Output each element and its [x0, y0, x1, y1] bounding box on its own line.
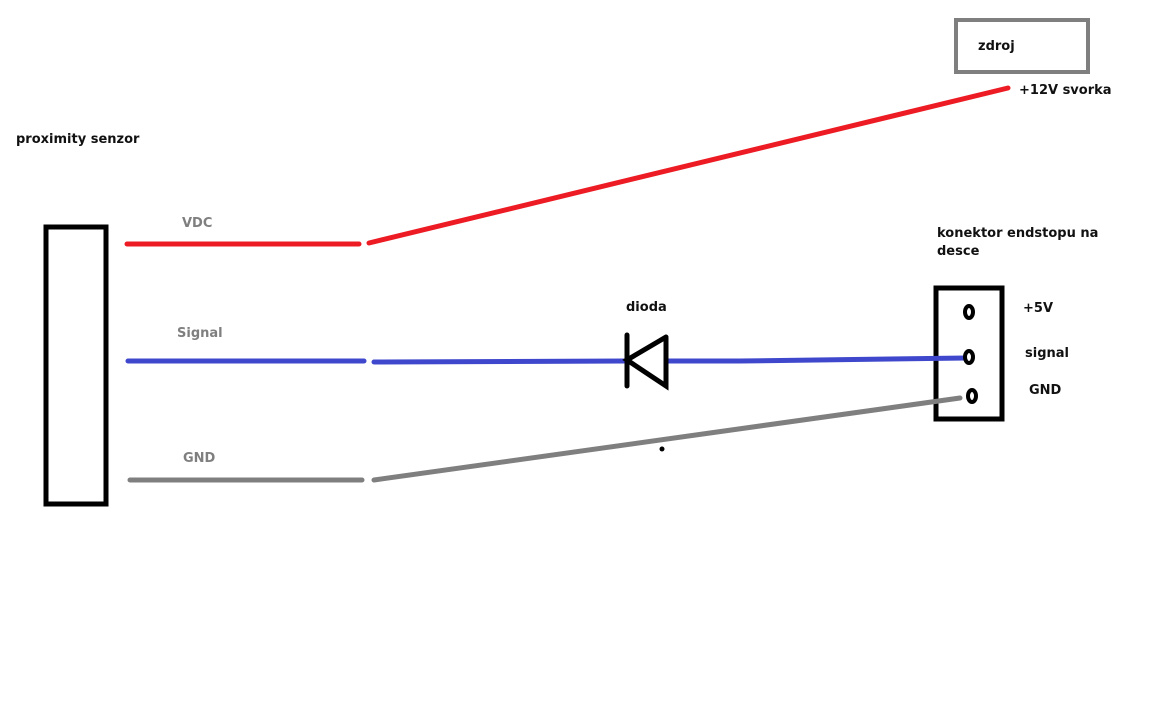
vdc-label: VDC [182, 216, 213, 231]
gnd-label: GND [183, 451, 216, 466]
pin-5v [963, 304, 975, 320]
pin-signal-label: signal [1025, 346, 1069, 361]
signal-wire-to-connector [664, 355, 969, 364]
power-supply-box [954, 18, 1090, 74]
plus12v-label: +12V svorka [1019, 83, 1112, 98]
pin-gnd-label: GND [1029, 383, 1062, 398]
signal-wire-to-diode [371, 358, 629, 365]
connector-label: konektor endstopu na desce [937, 226, 1099, 259]
pin-signal [963, 349, 975, 365]
vdc-wire-to-supply [366, 85, 1011, 246]
pin-5v-label: +5V [1023, 301, 1053, 316]
proximity-sensor-label: proximity senzor [16, 132, 140, 147]
diode-label: dioda [626, 300, 667, 315]
gnd-wire-to-connector [371, 395, 963, 483]
diode-symbol [622, 332, 669, 391]
connector-pins [963, 304, 978, 404]
stray-dot [659, 446, 665, 452]
proximity-sensor-box [43, 224, 109, 507]
power-supply-label: zdroj [978, 39, 1015, 54]
pin-gnd [966, 388, 978, 404]
signal-label: Signal [177, 326, 223, 341]
endstop-connector-box [933, 285, 1005, 422]
